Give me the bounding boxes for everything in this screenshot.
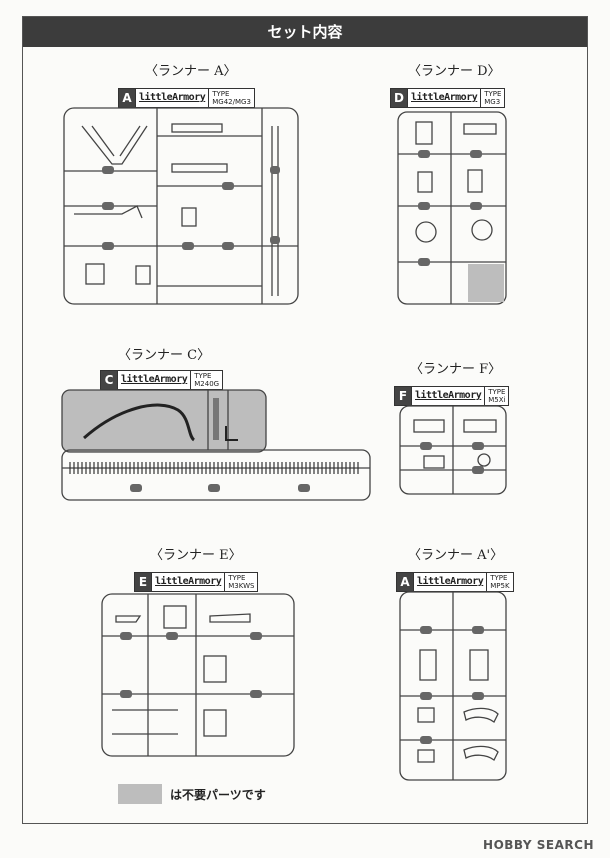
runner-d-title: 〈ランナー D〉 [408, 64, 501, 79]
runner-f-sprue-drawing [399, 405, 507, 495]
runner-a-title: 〈ランナー A〉 [145, 64, 237, 79]
legend-swatch [118, 784, 162, 804]
brand-logo: littleArmory [151, 573, 226, 591]
runner-letter: A [397, 573, 413, 591]
runner-e-sprue-drawing [101, 593, 295, 757]
runner-f-title: 〈ランナー F〉 [410, 362, 502, 377]
brand-logo: littleArmory [413, 573, 488, 591]
runner-d-sprue-drawing [397, 111, 507, 305]
watermark: HOBBY SEARCH [483, 838, 594, 852]
runner-letter: E [135, 573, 151, 591]
brand-logo: littleArmory [407, 89, 482, 107]
runner-a2-sprue-drawing [399, 591, 507, 781]
page-frame: セット内容 [22, 16, 588, 824]
runner-c-title: 〈ランナー C〉 [118, 348, 211, 363]
legend-text: は不要パーツです [170, 788, 266, 802]
runner-letter: A [119, 89, 135, 107]
brand-logo: littleArmory [411, 387, 486, 405]
runner-letter: F [395, 387, 411, 405]
runner-a2-title: 〈ランナー A'〉 [408, 548, 504, 563]
runner-c-sprue-drawing [61, 389, 371, 501]
brand-logo: littleArmory [117, 371, 192, 389]
runner-letter: C [101, 371, 117, 389]
brand-logo: littleArmory [135, 89, 210, 107]
runner-a-sprue-drawing [63, 107, 299, 305]
page-title: セット内容 [23, 17, 587, 47]
runner-letter: D [391, 89, 407, 107]
runner-e-title: 〈ランナー E〉 [150, 548, 242, 563]
